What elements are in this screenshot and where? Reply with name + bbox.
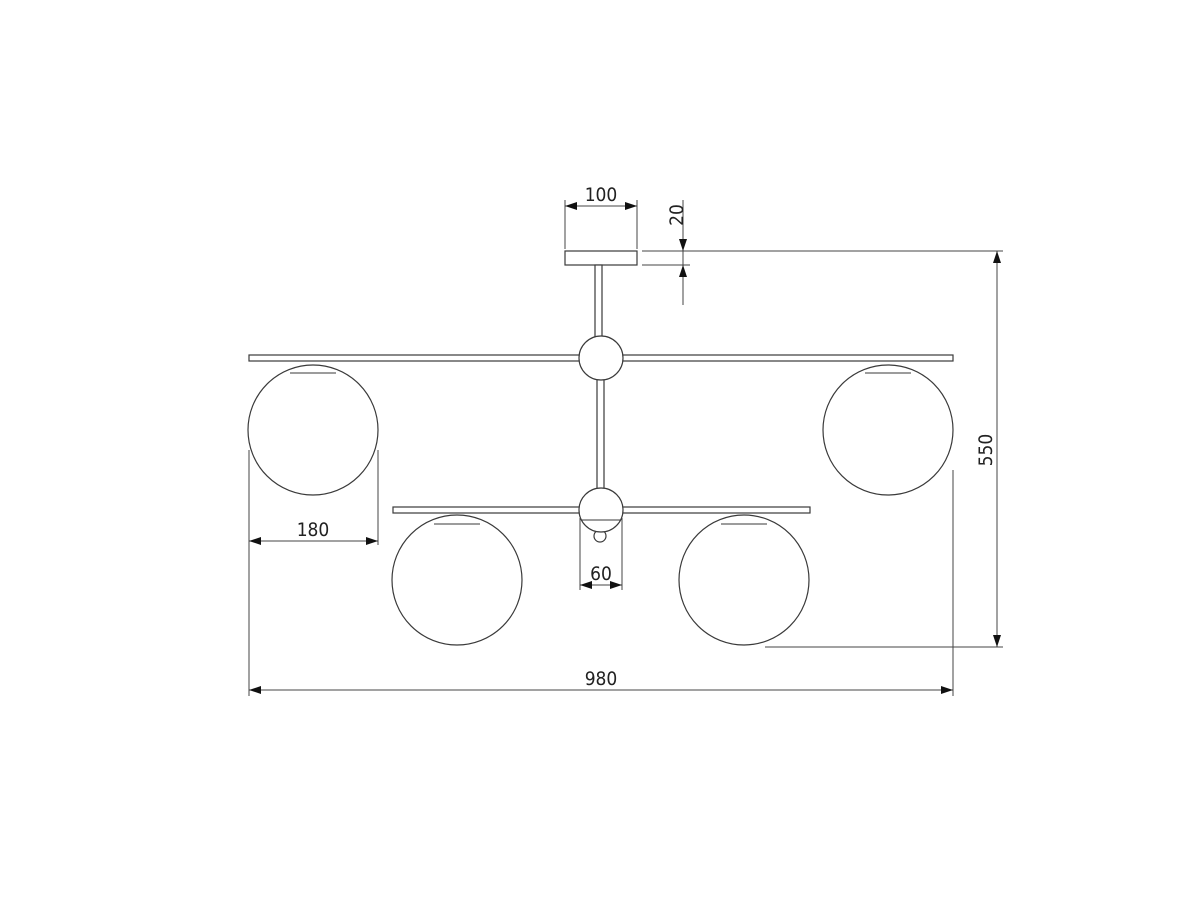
- upper-hub: [578, 335, 624, 381]
- lower-hub: [578, 487, 624, 533]
- dimension-label: 20: [666, 204, 688, 226]
- dimension-label: 180: [297, 519, 330, 541]
- top-rod: [594, 264, 603, 348]
- dimension-canopy-width: 100: [564, 184, 638, 249]
- dimension-label: 980: [585, 668, 618, 690]
- dimension-label: 550: [975, 434, 997, 467]
- globe-upper-left: [247, 364, 379, 496]
- dimension-canopy-height: 20: [642, 200, 1003, 305]
- dimension-total-width: 980: [248, 470, 954, 696]
- globe-lower-right: [678, 514, 810, 646]
- fixture: [247, 250, 954, 646]
- globe-lower-left: [391, 514, 523, 646]
- dimension-globe-diameter: 180: [248, 450, 379, 545]
- middle-rod: [596, 377, 605, 491]
- dimension-label: 100: [585, 184, 618, 206]
- ceiling-canopy: [564, 250, 638, 266]
- dimension-hub-diameter: 60: [579, 518, 623, 590]
- dimension-label: 60: [590, 563, 612, 585]
- globe-upper-right: [822, 364, 954, 496]
- dimension-total-height: 550: [765, 251, 1003, 648]
